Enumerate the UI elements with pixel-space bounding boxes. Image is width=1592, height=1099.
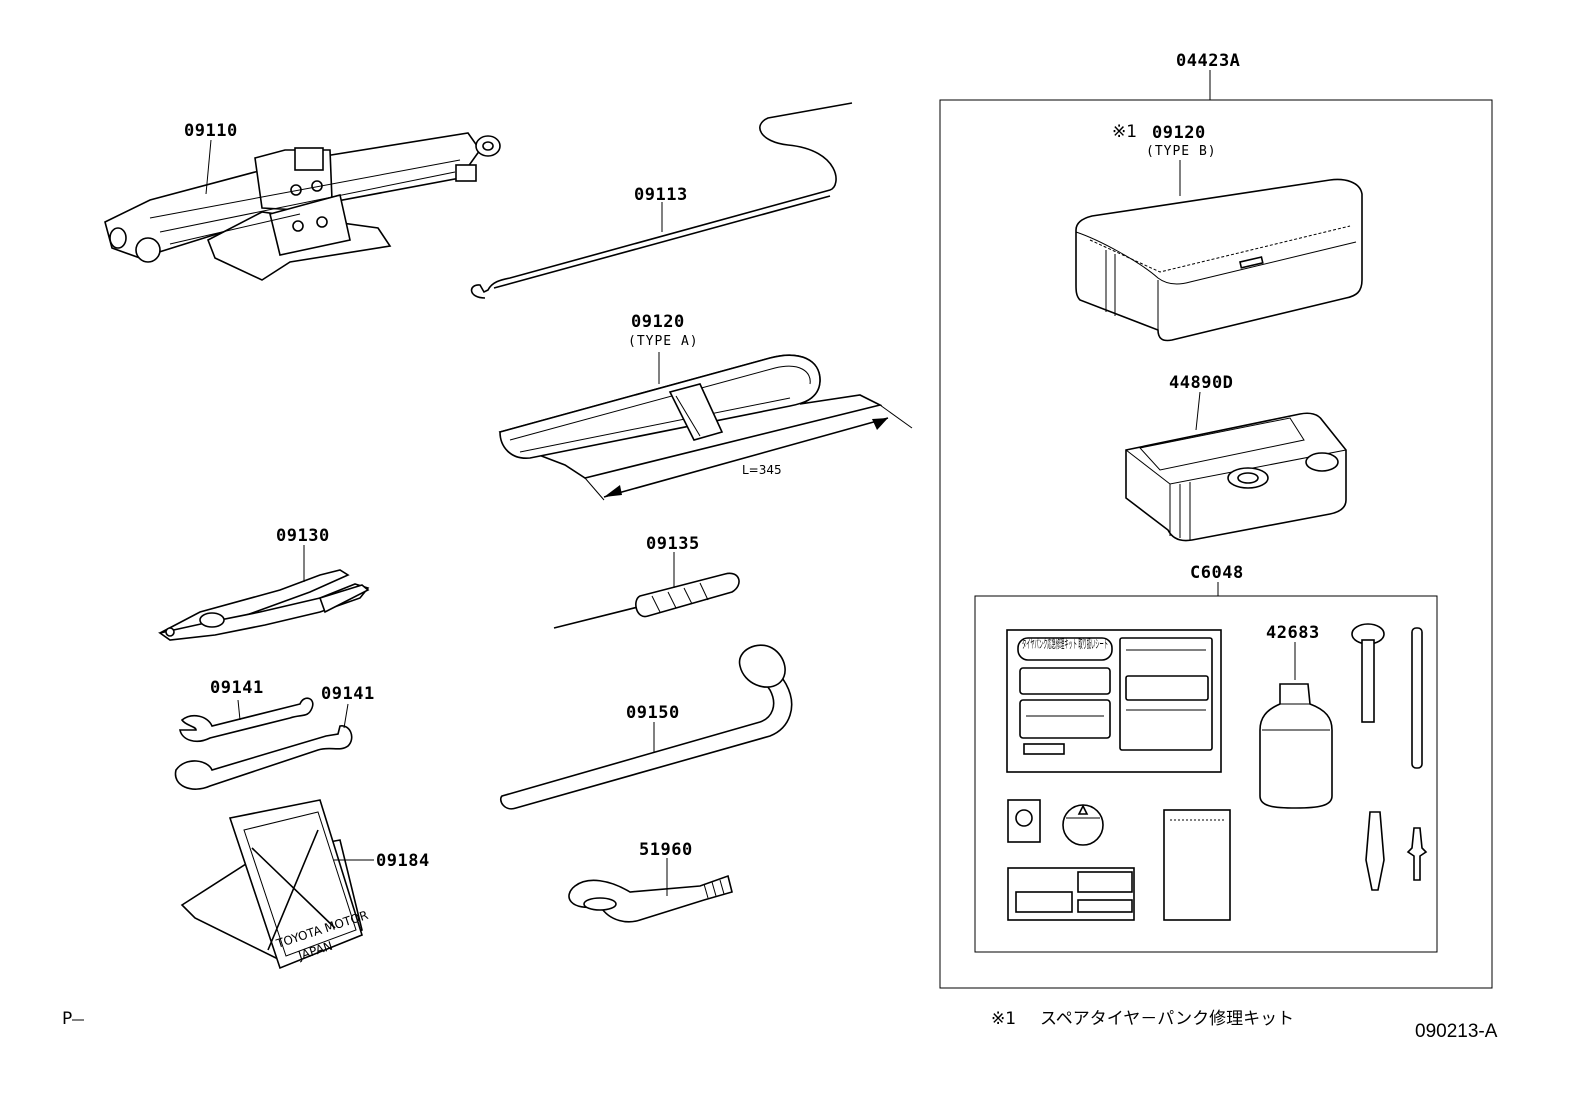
tool-bag-illustration (498, 354, 913, 501)
label-tool-bag-type: (TYPE A) (628, 334, 699, 349)
screwdriver-illustration (553, 572, 740, 629)
triangle-illustration: TOYOTA MOTOR JAPAN (180, 799, 370, 970)
tow-hook-illustration (568, 874, 733, 923)
sealant-bottle-illustration (1259, 683, 1333, 809)
sealant-set-frame (974, 595, 1438, 953)
label-wrench-1: 09141 (210, 678, 264, 698)
label-tow-hook: 51960 (639, 840, 693, 860)
label-jack-handle: 09113 (634, 185, 688, 205)
instruction-sheet: タイヤパンク応急修理キット 取り扱いシート (1006, 629, 1222, 773)
label-pliers: 09130 (276, 526, 330, 546)
footer-note-mark: ※1 (991, 1009, 1016, 1029)
wheel-wrench-illustration (500, 644, 793, 810)
footer-note-text: スペアタイヤ－パンク修理キット (1040, 1009, 1294, 1029)
label-sealant-bottle: 42683 (1266, 623, 1320, 643)
pliers-illustration (158, 569, 370, 641)
label-wrench-2: 09141 (321, 684, 375, 704)
label-tool-bag-length: L=345 (742, 463, 782, 477)
compressor-illustration (1125, 412, 1347, 542)
wrench-upper-illustration (179, 697, 314, 742)
label-jack: 09110 (184, 121, 238, 141)
label-repair-kit-assy: 04423A (1176, 51, 1240, 71)
sticker-header: タイヤパンク応急修理キット 取り扱いシート (1022, 636, 1108, 651)
label-triangle: 09184 (376, 851, 430, 871)
kit-case-illustration (1075, 178, 1363, 342)
stickers-illustration (1007, 799, 1231, 921)
valve-tool-illustration (1351, 623, 1428, 891)
label-kit-case-mark: ※1 (1112, 122, 1137, 142)
repair-kit-frame (939, 99, 1493, 989)
footer-left-mark: P (62, 1009, 72, 1029)
label-compressor: 44890D (1169, 373, 1233, 393)
jack-illustration (104, 132, 501, 281)
label-sealant-set: C6048 (1190, 563, 1244, 583)
label-kit-case: 09120 (1152, 123, 1206, 143)
label-kit-case-type: (TYPE B) (1146, 144, 1217, 159)
wrench-lower-illustration (174, 725, 353, 790)
jack-handle-illustration (470, 102, 853, 299)
label-screwdriver: 09135 (646, 534, 700, 554)
label-wheel-wrench: 09150 (626, 703, 680, 723)
diagram-code: 090213-A (1415, 1021, 1498, 1042)
label-tool-bag: 09120 (631, 312, 685, 332)
